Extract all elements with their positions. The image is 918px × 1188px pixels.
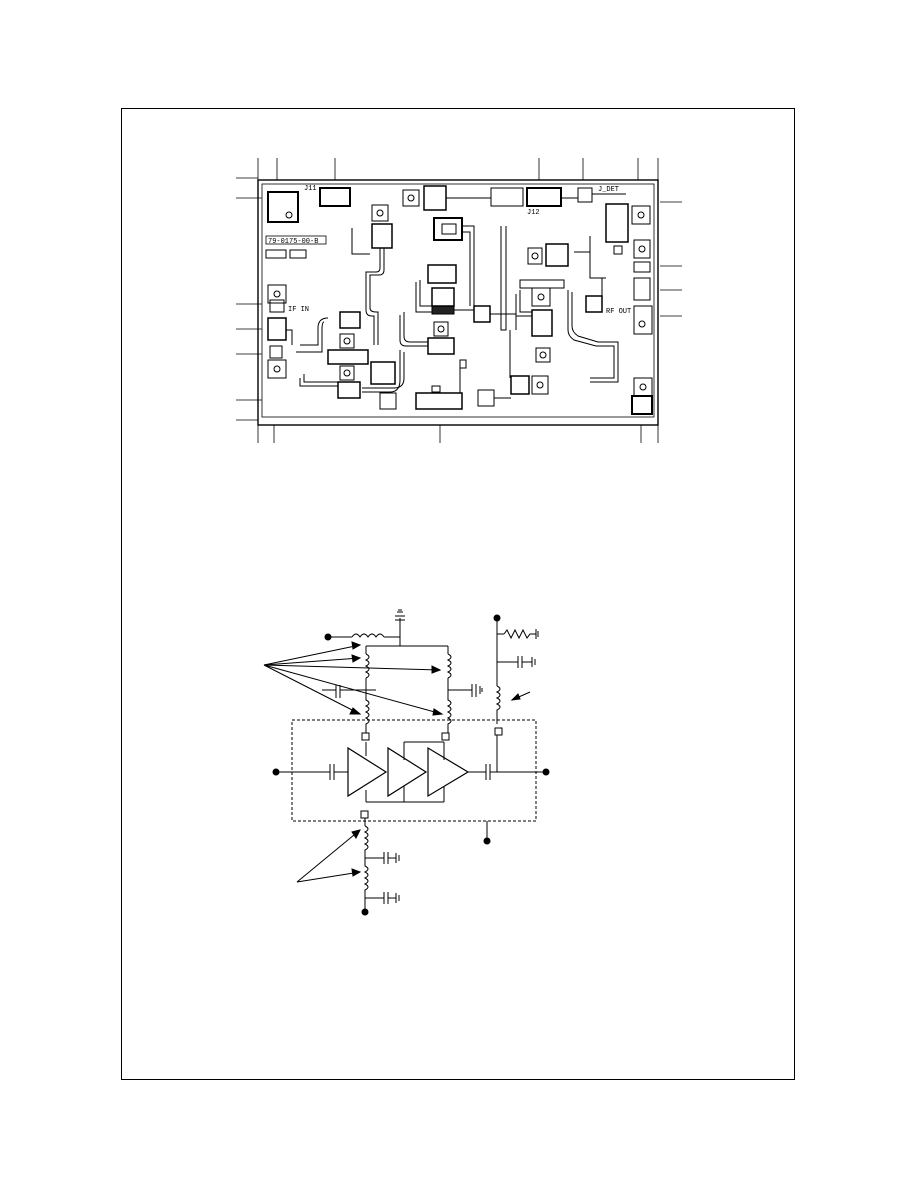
board-components <box>265 185 653 415</box>
assembly-diagram: J11 J_DET J12 79-0175-00-B IF IN RF OUT <box>236 158 682 443</box>
pointer-arrows-bottom <box>296 829 362 883</box>
label-j12: J12 <box>527 209 540 217</box>
label-rf-out: RF OUT <box>606 308 631 316</box>
page-frame <box>121 108 795 1080</box>
pointer-arrows-top <box>263 641 444 716</box>
package-outline <box>291 719 537 822</box>
board-outline <box>257 179 659 426</box>
board-inner-outline <box>261 183 655 418</box>
label-jdet: J_DET <box>598 186 619 194</box>
dimension-lines <box>236 158 682 443</box>
amplifier-stages <box>347 746 470 798</box>
output-capacitor <box>485 764 491 780</box>
label-part-number: 79-0175-00-B <box>268 238 318 246</box>
board-traces <box>286 193 626 399</box>
output-terminal <box>542 768 550 776</box>
label-j11: J11 <box>304 185 317 193</box>
schematic-diagram <box>263 609 550 916</box>
label-if-in: IF IN <box>288 306 309 314</box>
board-labels: J11 J_DET J12 79-0175-00-B IF IN RF OUT <box>268 185 631 316</box>
input-capacitor <box>329 764 335 780</box>
